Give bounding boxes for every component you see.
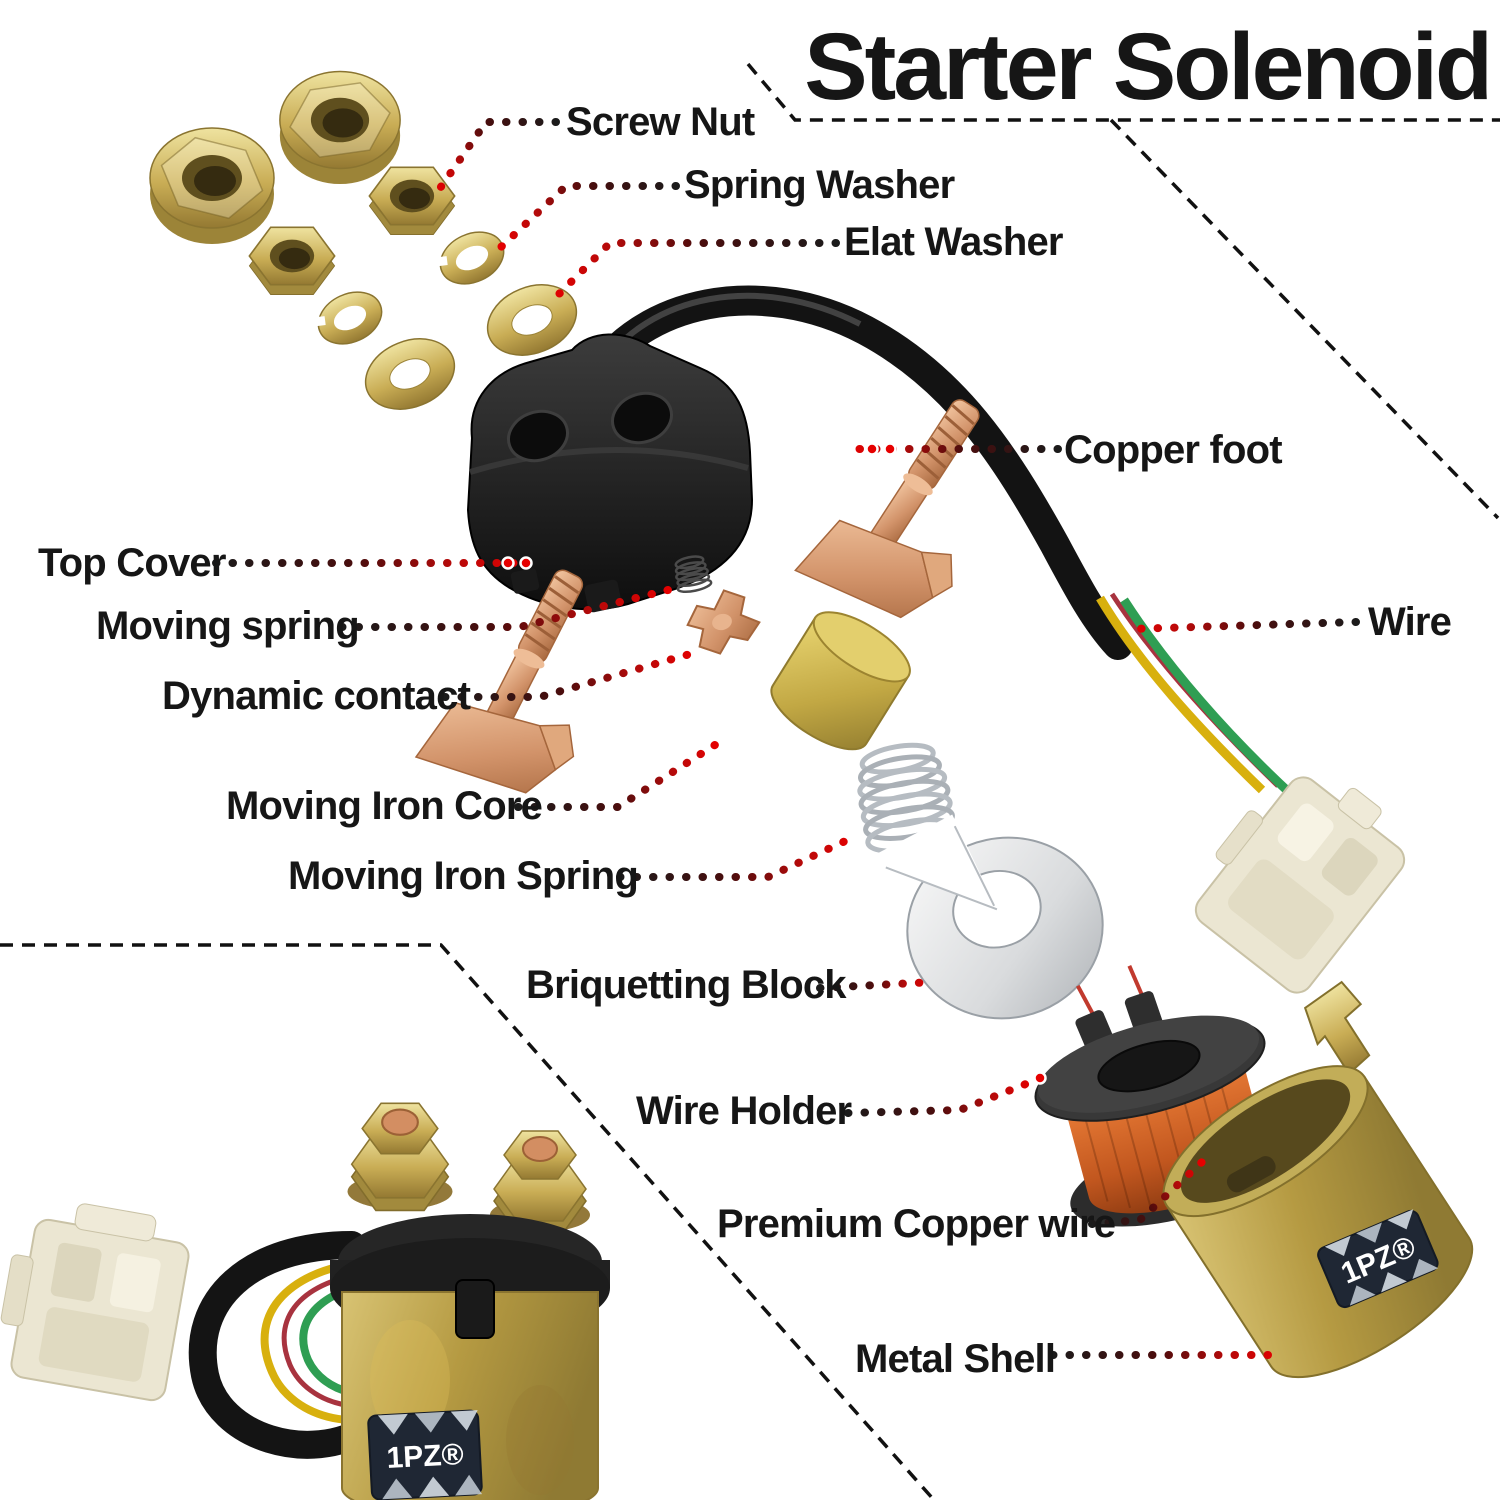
leader-wire-holder (844, 1076, 1040, 1117)
label-dynamic-contact: Dynamic contact (162, 674, 471, 718)
screw-nut-part (149, 70, 456, 295)
divider-product-photo (0, 943, 936, 1500)
label-spring-washer: Spring Washer (684, 163, 955, 207)
divider-lines (0, 62, 1500, 1500)
leader-premium-copper-wire (1088, 1158, 1206, 1228)
leader-moving-spring (338, 585, 676, 631)
label-copper-foot: Copper foot (1064, 428, 1283, 472)
label-moving-iron-core: Moving Iron Core (226, 784, 543, 828)
wire-part (577, 285, 1406, 994)
top-cover-part (466, 333, 754, 613)
exploded-parts: 1PZ® (0, 70, 1474, 1500)
connector-plug (1194, 776, 1406, 994)
product-body: 1PZ® (330, 1102, 610, 1500)
product-cable (188, 1231, 382, 1459)
label-moving-iron-spring: Moving Iron Spring (288, 854, 639, 898)
flat-washer-part (364, 284, 578, 410)
label-moving-spring: Moving spring (96, 604, 360, 648)
divider-title-branch (1109, 118, 1500, 520)
metal-shell-part: 1PZ® (1162, 980, 1474, 1379)
moving-iron-spring-part (857, 742, 958, 854)
brand-logo-product: 1PZ® (386, 1438, 465, 1475)
leader-dynamic-contact (441, 648, 701, 701)
label-premium-copper-wire: Premium Copper wire (717, 1202, 1116, 1246)
label-screw-nut: Screw Nut (566, 100, 755, 144)
brand-sticker-shell: 1PZ® (1317, 1209, 1439, 1309)
label-elat-washer: Elat Washer (844, 220, 1063, 264)
label-top-cover: Top Cover (38, 541, 226, 585)
label-metal-shell: Metal Shell (855, 1337, 1056, 1381)
page-title: Starter Solenoid (804, 14, 1493, 120)
leader-wire (1126, 618, 1360, 633)
brand-sticker-product: 1PZ® (367, 1409, 483, 1500)
leader-screw-nut (432, 118, 560, 198)
leader-lines (212, 118, 1360, 1359)
label-briquetting-block: Briquetting Block (526, 963, 847, 1007)
assembled-solenoid-photo: 1PZ® (0, 1102, 610, 1500)
divider-title (746, 62, 1500, 122)
briquetting-block-part (865, 814, 1104, 1020)
moving-iron-core-part (770, 611, 911, 751)
leader-moving-iron-spring (616, 832, 860, 881)
moving-spring-part (674, 555, 713, 594)
dynamic-contact-part (686, 589, 761, 655)
leader-spring-washer (496, 182, 680, 252)
leader-elat-washer (545, 239, 840, 308)
product-connector (0, 1203, 190, 1402)
label-wire: Wire (1368, 600, 1452, 644)
leader-ring-dots (501, 442, 1047, 1085)
leader-briquetting-block (816, 978, 938, 992)
spring-washer-part (309, 231, 505, 345)
label-wire-holder: Wire Holder (636, 1089, 852, 1133)
leader-moving-iron-core (514, 739, 722, 811)
